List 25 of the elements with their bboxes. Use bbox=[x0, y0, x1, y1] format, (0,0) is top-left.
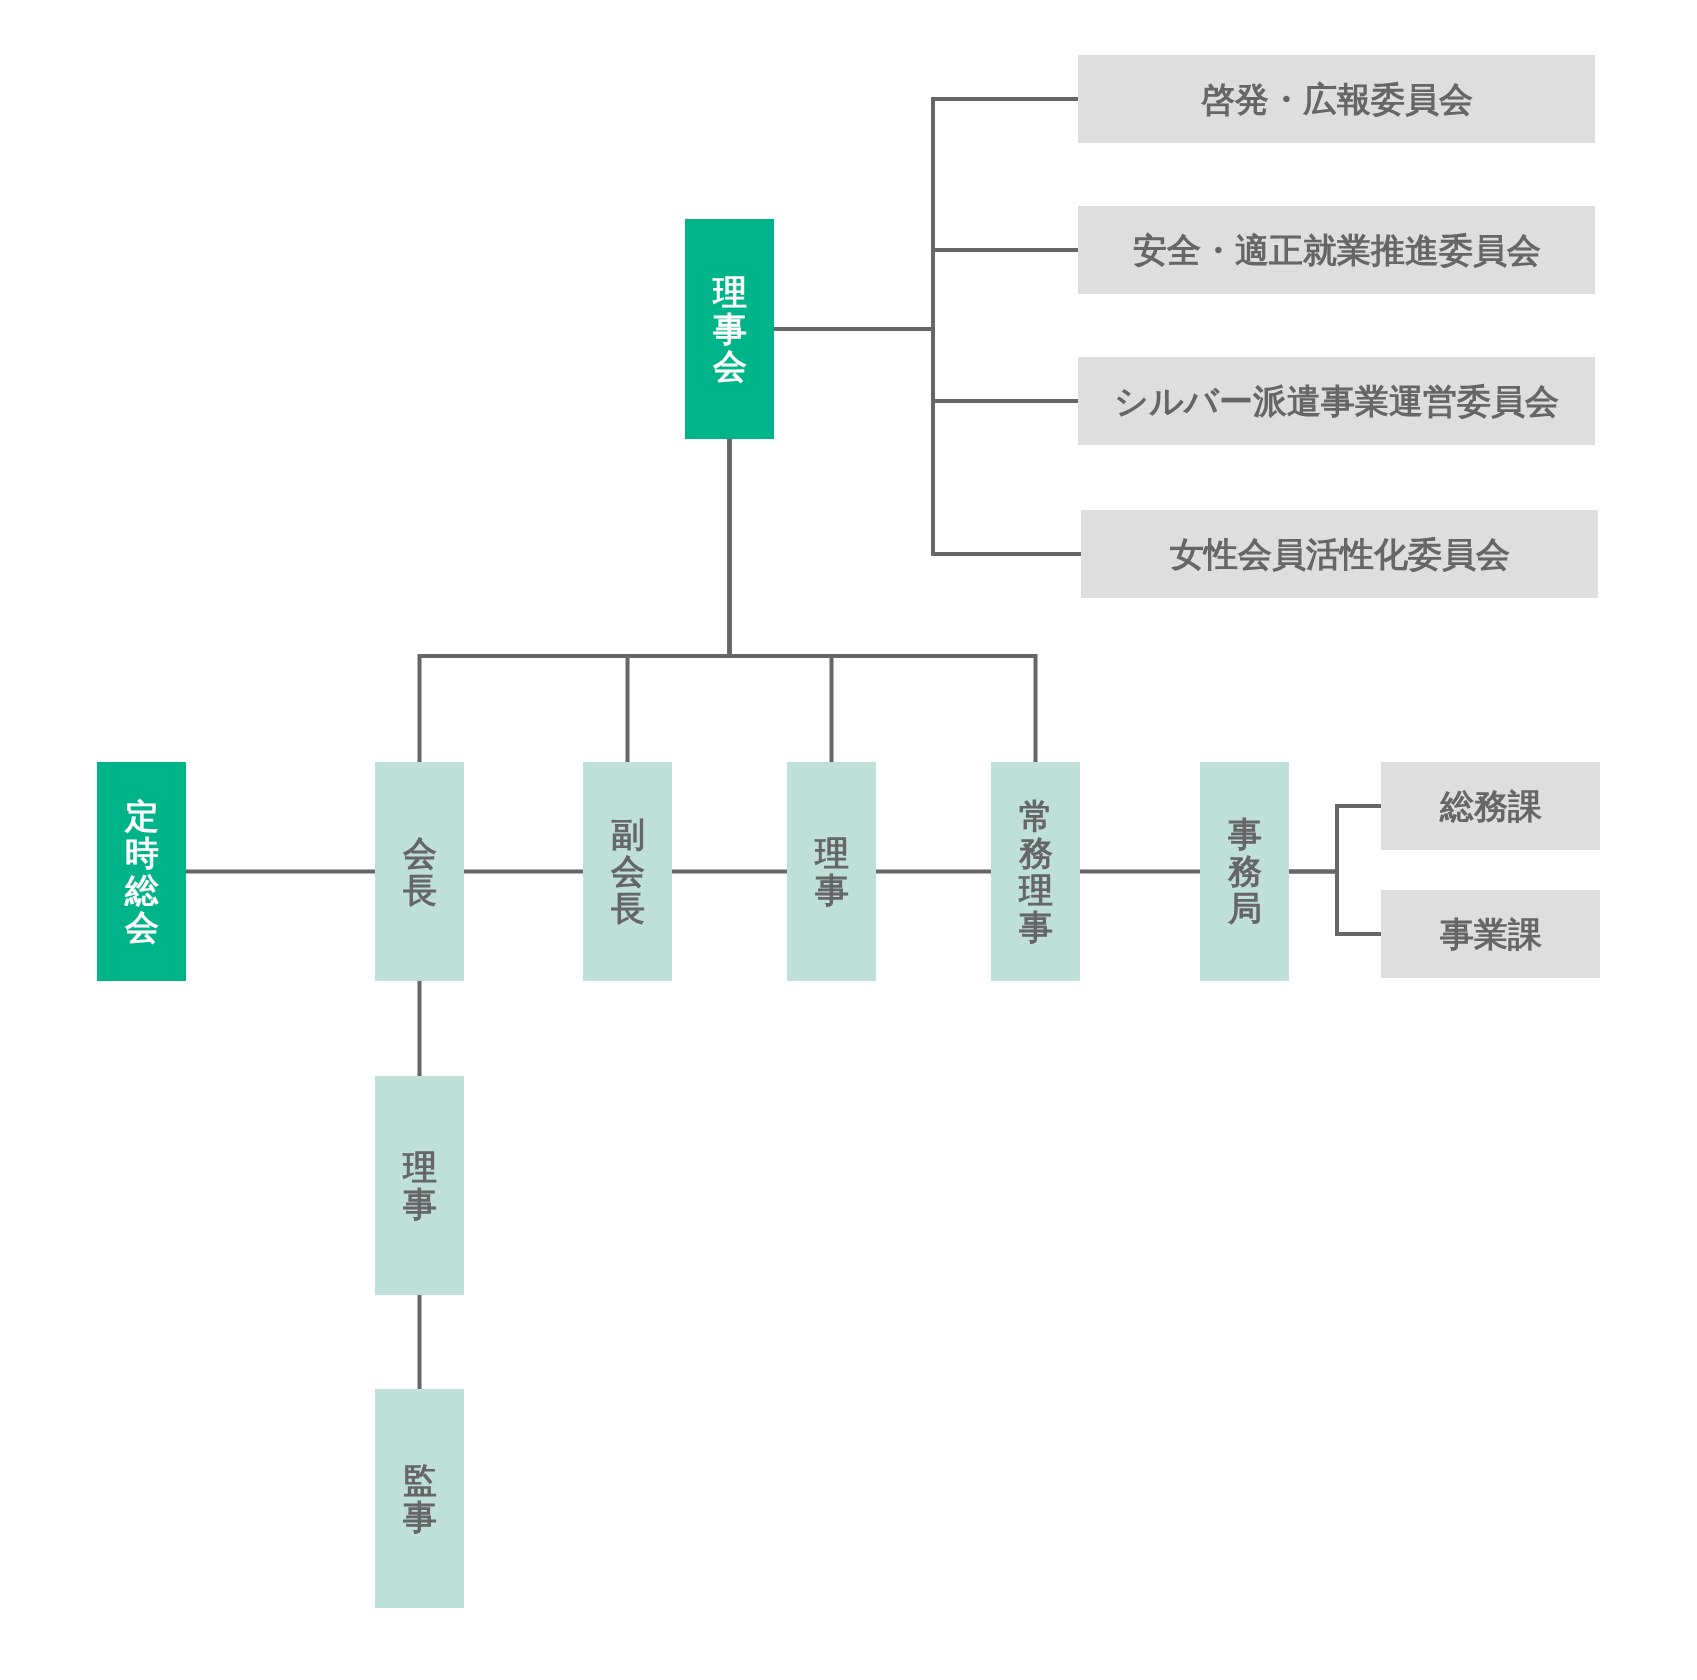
connector-line bbox=[774, 327, 1081, 556]
org-box: 副会長 bbox=[583, 762, 672, 981]
committee-box: 女性会員活性化委員会 bbox=[1081, 510, 1598, 598]
connector-line bbox=[464, 869, 583, 874]
section-box: 事業課 bbox=[1381, 890, 1600, 978]
connector-line bbox=[727, 439, 1038, 762]
org-box: 定時総会 bbox=[97, 762, 186, 981]
connector-line bbox=[417, 981, 422, 1076]
org-box: 監事 bbox=[375, 1389, 464, 1608]
org-box: 事務局 bbox=[1200, 762, 1289, 981]
committee-box: 啓発・広報委員会 bbox=[1078, 55, 1595, 143]
org-box: 常務理事 bbox=[991, 762, 1080, 981]
committee-box: シルバー派遣事業運営委員会 bbox=[1078, 357, 1595, 445]
org-box: 理事 bbox=[375, 1076, 464, 1295]
connector-line bbox=[417, 1295, 422, 1389]
connector-line bbox=[1080, 869, 1200, 874]
connector-line bbox=[876, 869, 991, 874]
committee-box: 安全・適正就業推進委員会 bbox=[1078, 206, 1595, 294]
connector-line bbox=[672, 869, 787, 874]
connector-line bbox=[186, 869, 375, 874]
org-box: 理事 bbox=[787, 762, 876, 981]
org-box: 会長 bbox=[375, 762, 464, 981]
org-box: 理事会 bbox=[685, 219, 774, 439]
section-box: 総務課 bbox=[1381, 762, 1600, 850]
connector-line bbox=[1289, 869, 1381, 936]
